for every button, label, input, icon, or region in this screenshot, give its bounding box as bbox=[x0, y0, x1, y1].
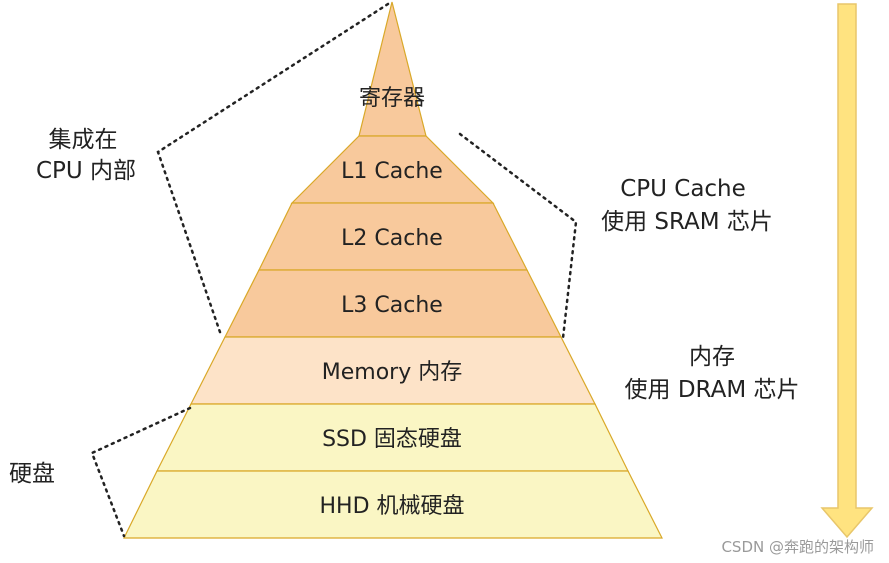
level-hhd bbox=[123, 470, 663, 539]
annotation-cpu-cache-line1: CPU Cache bbox=[620, 176, 746, 202]
annotation-disk: 硬盘 bbox=[9, 461, 55, 487]
annotation-cpu-internal-line2: CPU 内部 bbox=[36, 158, 136, 184]
annotation-memory-line1: 内存 bbox=[689, 344, 735, 370]
annotation-cpu-internal-line1: 集成在 bbox=[49, 127, 118, 153]
level-label-hhd: HHD 机械硬盘 bbox=[319, 494, 464, 519]
level-label-memory: Memory 内存 bbox=[322, 360, 462, 385]
bracket-disk bbox=[90, 406, 192, 538]
level-label-ssd: SSD 固态硬盘 bbox=[322, 427, 462, 452]
level-label-l2-cache: L2 Cache bbox=[341, 226, 443, 251]
level-label-registers: 寄存器 bbox=[359, 86, 425, 111]
level-label-l1-cache: L1 Cache bbox=[341, 159, 443, 184]
bracket-cpu-cache bbox=[458, 132, 578, 340]
watermark: CSDN @奔跑的架构师 bbox=[721, 538, 874, 556]
down-arrow-icon bbox=[820, 3, 874, 539]
level-registers bbox=[358, 1, 427, 137]
level-label-l3-cache: L3 Cache bbox=[341, 293, 443, 318]
bracket-cpu-internal bbox=[156, 2, 390, 337]
annotation-memory-line2: 使用 DRAM 芯片 bbox=[625, 377, 800, 403]
annotation-cpu-cache-line2: 使用 SRAM 芯片 bbox=[601, 209, 773, 235]
